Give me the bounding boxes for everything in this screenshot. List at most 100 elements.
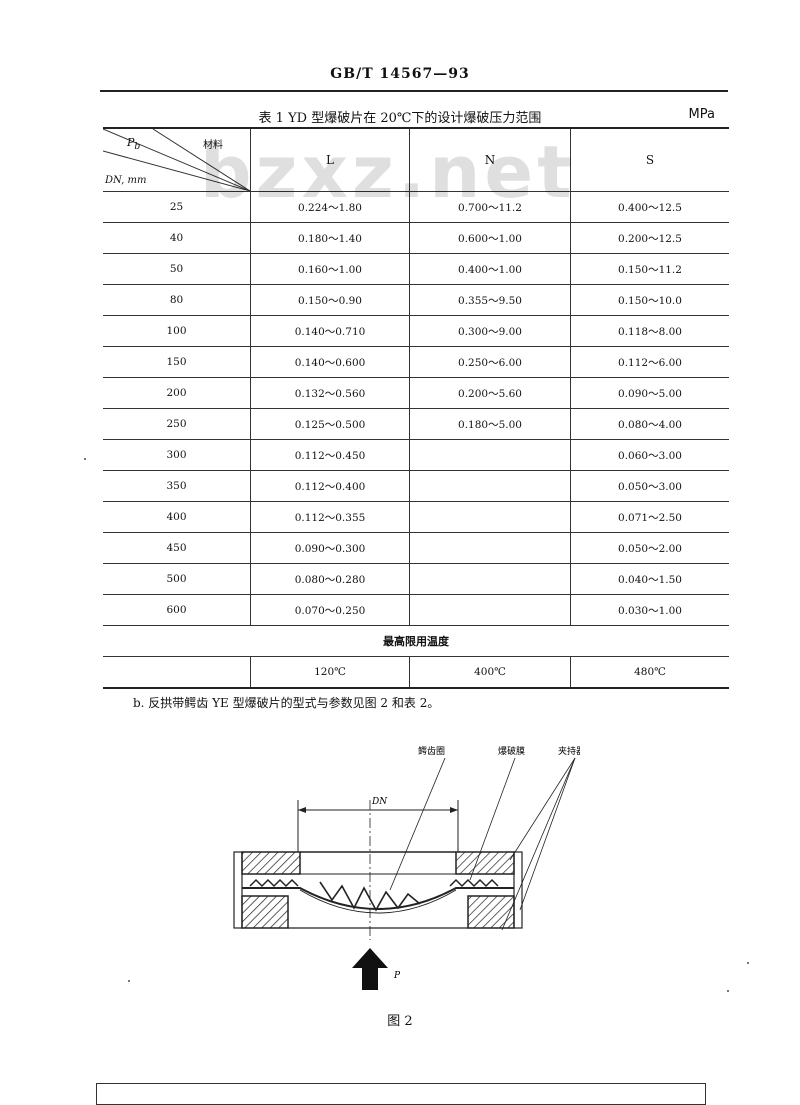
footer-box	[96, 1083, 706, 1105]
note-b: b. 反拱带鳄齿 YE 型爆破片的型式与参数见图 2 和表 2。	[133, 696, 440, 710]
teeth-label: 鳄齿圈	[418, 745, 445, 757]
S-range-cell: 0.118～8.00	[570, 315, 729, 347]
L-range-cell: 0.090～0.300	[250, 532, 410, 564]
S-range-cell: 0.040～1.50	[570, 563, 729, 595]
table-caption: 表 1 YD 型爆破片在 20℃下的设计爆破压力范围	[258, 111, 542, 126]
N-range-cell: 0.355～9.50	[409, 284, 571, 316]
scan-speck	[128, 980, 130, 982]
dn-cell: 80	[103, 284, 251, 316]
L-range-cell: 0.125～0.500	[250, 408, 410, 440]
L-range-cell: 0.132～0.560	[250, 377, 410, 409]
max-temp-label: 最高限用温度	[103, 625, 729, 657]
L-range-cell: 0.080～0.280	[250, 563, 410, 595]
material-label: 材料	[203, 140, 223, 151]
S-range-cell: 0.090～5.00	[570, 377, 729, 409]
dn-cell: 100	[103, 315, 251, 347]
L-range-cell: 0.070～0.250	[250, 594, 410, 626]
L-range-cell: 0.160～1.00	[250, 253, 410, 285]
max-temp-label-row: 最高限用温度	[103, 625, 729, 657]
disc-label: 爆破膜	[498, 745, 525, 757]
header-rule	[100, 90, 728, 92]
max-temp-L: 120℃	[250, 656, 410, 689]
S-range-cell: 0.060～3.00	[570, 439, 729, 471]
N-range-cell: 0.600～1.00	[409, 222, 571, 254]
scan-speck	[747, 962, 749, 964]
dn-cell: 300	[103, 439, 251, 471]
max-temp-empty-cell	[103, 656, 251, 689]
dn-cell: 600	[103, 594, 251, 626]
dn-cell: 350	[103, 470, 251, 502]
column-header-S: S	[570, 127, 729, 192]
dn-cell: 400	[103, 501, 251, 533]
N-range-cell	[409, 532, 571, 564]
dn-cell: 150	[103, 346, 251, 378]
max-temp-N: 400℃	[409, 656, 571, 689]
S-range-cell: 0.080～4.00	[570, 408, 729, 440]
N-range-cell	[409, 439, 571, 471]
standard-number: GB/T 14567—93	[330, 66, 470, 82]
L-range-cell: 0.140～0.710	[250, 315, 410, 347]
N-range-cell: 0.200～5.60	[409, 377, 571, 409]
S-range-cell: 0.030～1.00	[570, 594, 729, 626]
pressure-symbol: Pb	[127, 136, 141, 153]
diagonal-lines	[103, 129, 250, 191]
N-range-cell: 0.180～5.00	[409, 408, 571, 440]
column-header-N: N	[409, 127, 571, 192]
corner-header-cell: Pb 材料 DN, mm	[103, 127, 251, 192]
N-range-cell	[409, 470, 571, 502]
dn-cell: 250	[103, 408, 251, 440]
max-temp-S: 480℃	[570, 656, 729, 689]
S-range-cell: 0.150～10.0	[570, 284, 729, 316]
scan-speck	[727, 990, 729, 992]
S-range-cell: 0.050～2.00	[570, 532, 729, 564]
L-range-cell: 0.150～0.90	[250, 284, 410, 316]
L-range-cell: 0.112～0.400	[250, 470, 410, 502]
table-header-row: Pb 材料 DN, mm L N S	[103, 127, 729, 192]
L-range-cell: 0.112～0.450	[250, 439, 410, 471]
N-range-cell: 0.250～6.00	[409, 346, 571, 378]
S-range-cell: 0.071～2.50	[570, 501, 729, 533]
figure-2-diagram: 鳄齿圈 爆破膜 夹持器 DN P	[220, 740, 585, 1004]
S-range-cell: 0.200～12.5	[570, 222, 729, 254]
N-range-cell: 0.400～1.00	[409, 253, 571, 285]
scan-speck	[84, 458, 86, 460]
column-header-L: L	[250, 127, 410, 192]
S-range-cell: 0.150～11.2	[570, 253, 729, 285]
N-range-cell	[409, 563, 571, 595]
holder-label: 夹持器	[558, 745, 580, 757]
S-range-cell: 0.050～3.00	[570, 470, 729, 502]
watermark: bzxz.net	[200, 130, 576, 214]
dn-cell: 50	[103, 253, 251, 285]
L-range-cell: 0.140～0.600	[250, 346, 410, 378]
S-range-cell: 0.112～6.00	[570, 346, 729, 378]
dn-cell: 450	[103, 532, 251, 564]
N-range-cell	[409, 594, 571, 626]
burst-disc-drawing: 鳄齿圈 爆破膜 夹持器 DN P	[233, 745, 585, 990]
dn-label: DN, mm	[105, 175, 147, 186]
dn-cell: 25	[103, 191, 251, 223]
figure-caption: 图 2	[387, 1014, 413, 1029]
dn-dimension-label: DN	[371, 797, 388, 807]
L-range-cell: 0.224～1.80	[250, 191, 410, 223]
L-range-cell: 0.180～1.40	[250, 222, 410, 254]
S-range-cell: 0.400～12.5	[570, 191, 729, 223]
table-unit: MPa	[688, 107, 715, 122]
dn-cell: 40	[103, 222, 251, 254]
pressure-label: P	[393, 971, 401, 981]
N-range-cell: 0.300～9.00	[409, 315, 571, 347]
